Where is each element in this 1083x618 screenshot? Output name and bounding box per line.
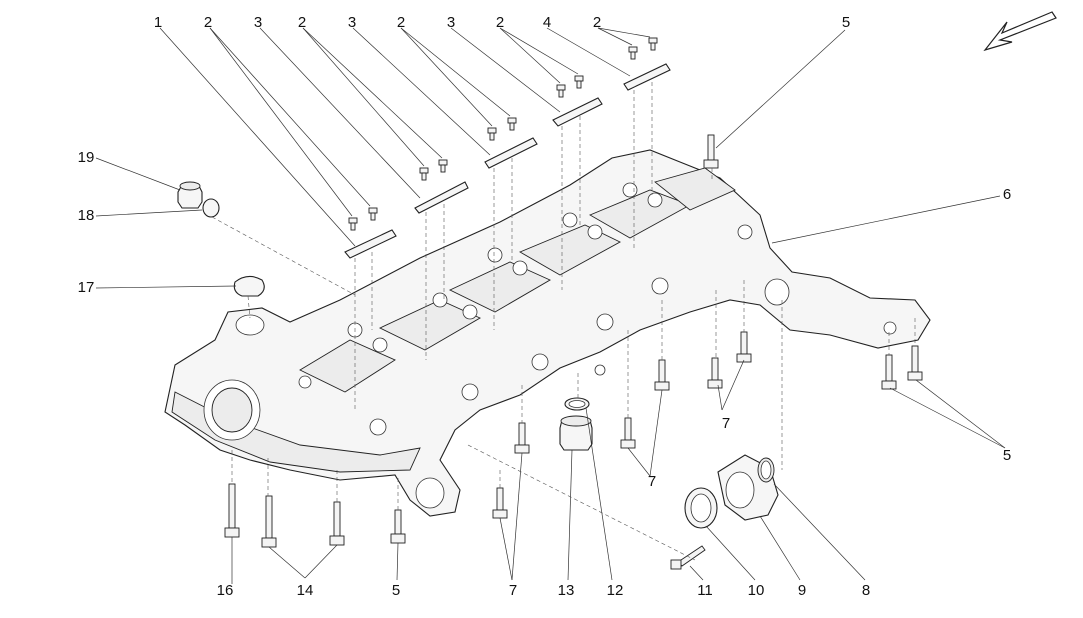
callout-9: 9 <box>798 582 806 599</box>
housing-bolts <box>224 134 923 570</box>
callout-3: 3 <box>254 14 262 31</box>
callout-5: 5 <box>1003 447 1011 464</box>
callout-16: 16 <box>217 582 234 599</box>
callout-3: 3 <box>447 14 455 31</box>
callout-12: 12 <box>607 582 624 599</box>
callout-labels: 1 2 3 2 3 2 3 2 4 2 5 6 19 18 17 7 7 5 1… <box>78 14 1012 599</box>
callout-7: 7 <box>722 415 730 432</box>
callout-7: 7 <box>509 582 517 599</box>
crankcase-lower-housing <box>164 149 931 517</box>
callout-2: 2 <box>397 14 405 31</box>
arrow-down-left-icon <box>983 11 1057 52</box>
callout-6: 6 <box>1003 186 1011 203</box>
callout-18: 18 <box>78 207 95 224</box>
flange-assembly <box>684 454 779 529</box>
bracket-screws <box>348 37 658 231</box>
callout-10: 10 <box>748 582 765 599</box>
callout-17: 17 <box>78 279 95 296</box>
callout-4: 4 <box>543 14 551 31</box>
assembly-dash-lines <box>211 82 916 561</box>
callout-3: 3 <box>348 14 356 31</box>
callout-19: 19 <box>78 149 95 166</box>
callout-7: 7 <box>648 473 656 490</box>
callout-2: 2 <box>496 14 504 31</box>
oil-filter-plug <box>559 397 593 451</box>
leader-lines <box>95 27 1006 584</box>
bearing-brackets <box>344 63 671 259</box>
callout-14: 14 <box>297 582 314 599</box>
callout-1: 1 <box>154 14 162 31</box>
callout-13: 13 <box>558 582 575 599</box>
callout-2: 2 <box>298 14 306 31</box>
callout-5: 5 <box>392 582 400 599</box>
callout-11: 11 <box>697 582 713 599</box>
callout-8: 8 <box>862 582 870 599</box>
callout-5: 5 <box>842 14 850 31</box>
callout-2: 2 <box>204 14 212 31</box>
callout-2: 2 <box>593 14 601 31</box>
plug-and-seals <box>177 181 265 297</box>
